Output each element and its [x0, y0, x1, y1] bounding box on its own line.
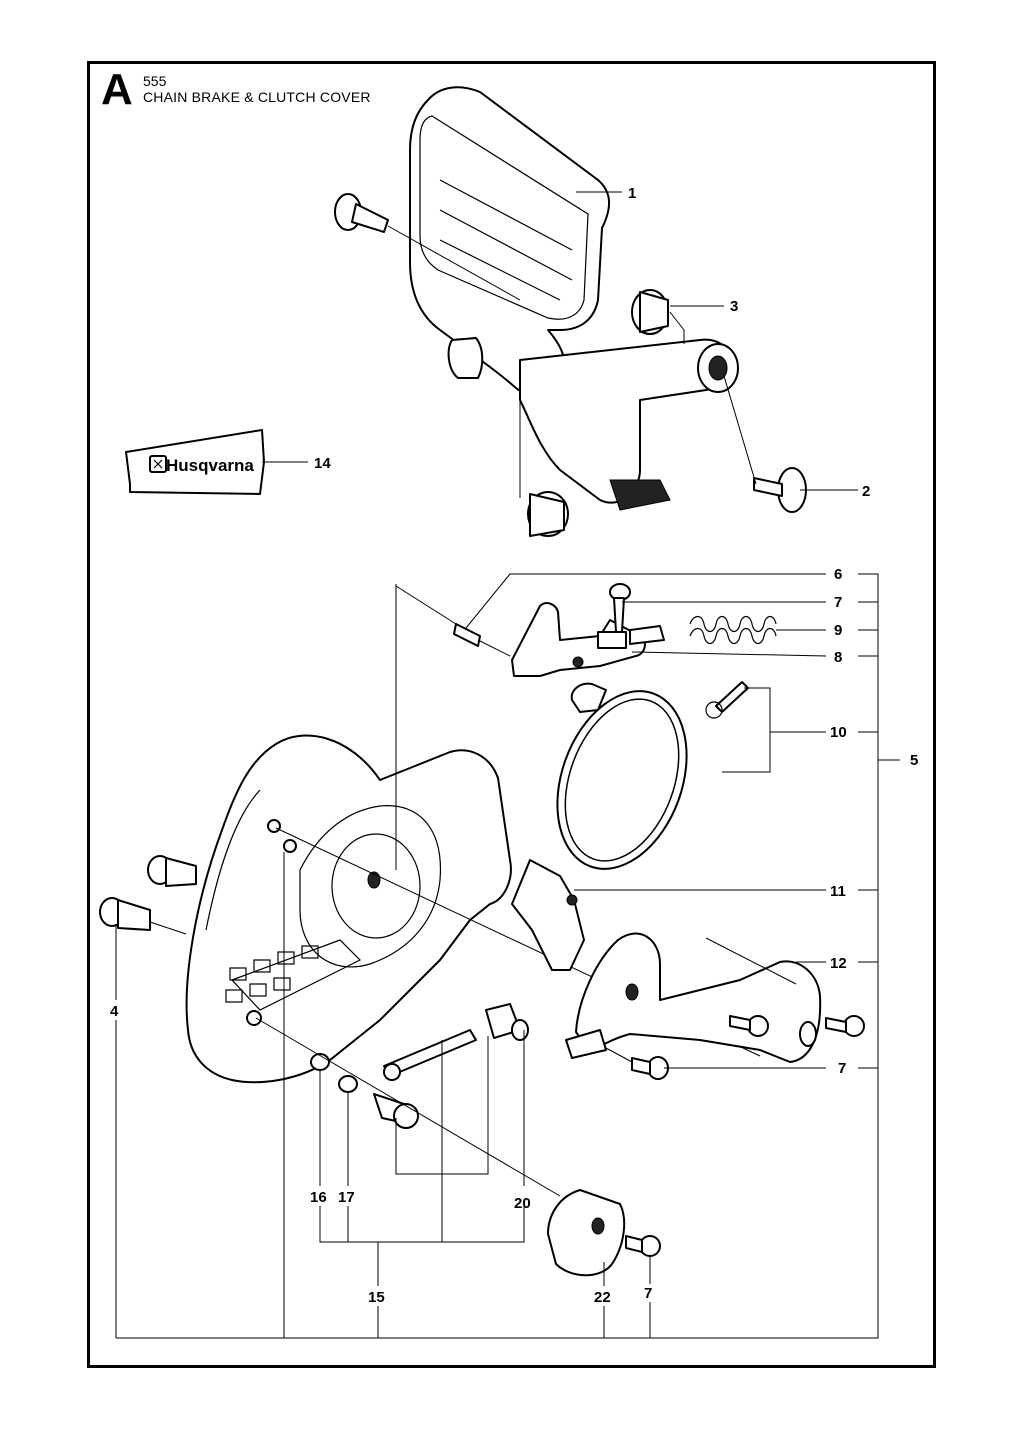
- brake-band: [556, 681, 749, 870]
- callout-14: 14: [314, 455, 331, 472]
- husqvarna-decal: Husqvarna: [125, 429, 265, 495]
- callout-4: 4: [110, 1003, 119, 1020]
- callout-5: 5: [910, 752, 918, 769]
- callout-2: 2: [862, 483, 870, 500]
- sleeve-4: [99, 855, 197, 935]
- cover-22: [547, 1189, 661, 1277]
- adjuster-shaft-set: [255, 1003, 561, 1197]
- callout-1: 1: [628, 185, 636, 202]
- callout-6: 6: [834, 566, 842, 583]
- section-letter: A: [101, 65, 133, 114]
- model-number: 555: [143, 73, 167, 89]
- brake-lever-assembly: [453, 583, 777, 677]
- callout-10: 10: [830, 724, 847, 741]
- callout-11: 11: [830, 883, 846, 900]
- bushing-lower: [519, 360, 569, 537]
- hand-guard-part: [409, 86, 739, 511]
- callout-15: 15: [368, 1289, 385, 1306]
- diagram-frame: [87, 61, 936, 1368]
- callout-leader-lines: [115, 191, 900, 1339]
- bushing-3: [631, 289, 685, 344]
- screws-7-cluster: [605, 1015, 865, 1080]
- callout-9: 9: [834, 622, 842, 639]
- screw-2: [723, 375, 807, 513]
- callout-7-bottom: 7: [644, 1285, 652, 1302]
- callout-12: 12: [830, 955, 847, 972]
- callout-7-right: 7: [838, 1060, 846, 1077]
- callout-16: 16: [310, 1189, 327, 1206]
- callout-20: 20: [514, 1195, 531, 1212]
- guard-pivot-screw: [334, 193, 521, 301]
- callout-8: 8: [834, 649, 842, 666]
- section-title: CHAIN BRAKE & CLUTCH COVER: [143, 89, 371, 105]
- callout-17: 17: [338, 1189, 355, 1206]
- husqvarna-logo-text: Husqvarna: [166, 456, 254, 475]
- callout-7-upper: 7: [834, 594, 842, 611]
- callout-labels: 1 3 2 14 6 7 9 8 10 5 11 12 7 4 16 17 20…: [110, 185, 918, 1306]
- callout-3: 3: [730, 298, 738, 315]
- callout-22: 22: [594, 1289, 611, 1306]
